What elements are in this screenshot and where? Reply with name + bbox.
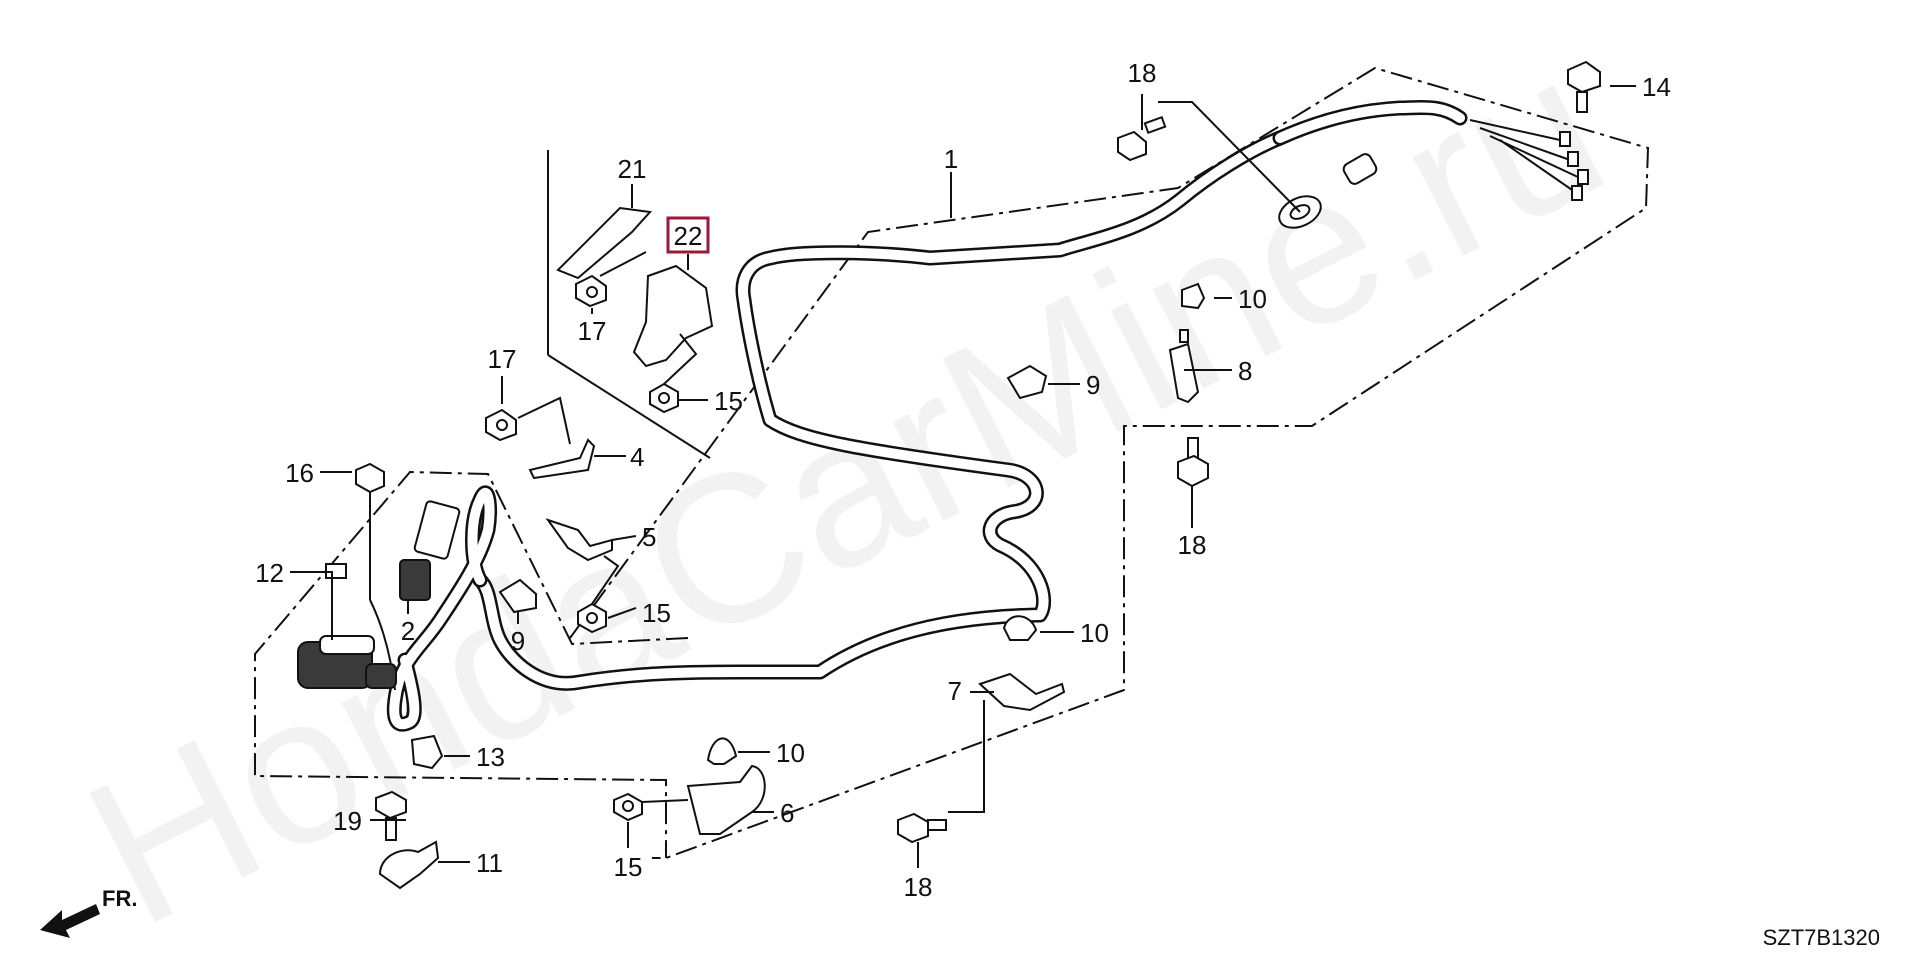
part-bracket-6 xyxy=(686,764,766,835)
callout-1[interactable]: 1 xyxy=(944,144,958,174)
part-nut-15-top xyxy=(649,382,679,414)
callout-17-top[interactable]: 17 xyxy=(578,316,607,346)
part-clip-9-left xyxy=(498,578,537,614)
part-connector-2 xyxy=(399,500,461,601)
part-bolt-18-bottom xyxy=(897,812,947,844)
callout-11[interactable]: 11 xyxy=(476,848,503,878)
callout-2[interactable]: 2 xyxy=(401,616,415,646)
part-bolt-19 xyxy=(375,790,407,841)
callout-10-mid[interactable]: 10 xyxy=(1080,618,1109,648)
part-bracket-5 xyxy=(545,518,613,562)
part-clip-10-top xyxy=(1181,282,1206,310)
part-canister xyxy=(297,563,397,689)
part-bolt-18-top xyxy=(1117,115,1167,162)
callout-22[interactable]: 22 xyxy=(674,221,703,251)
part-nut-17-top xyxy=(575,274,607,308)
part-nut-16 xyxy=(355,462,385,600)
callout-10-bottom[interactable]: 10 xyxy=(776,738,805,768)
callout-7[interactable]: 7 xyxy=(948,676,962,706)
front-arrow-icon xyxy=(40,904,100,938)
callout-10-top[interactable]: 10 xyxy=(1238,284,1267,314)
leader-lines xyxy=(290,85,1636,868)
diagram-code: SZT7B1320 xyxy=(1763,925,1880,950)
callout-22-highlight xyxy=(666,216,710,254)
inset-divider-diagonal xyxy=(547,354,711,459)
front-direction-indicator: FR. xyxy=(40,886,137,938)
callout-4[interactable]: 4 xyxy=(630,442,644,472)
callout-16[interactable]: 16 xyxy=(285,458,314,488)
callout-19[interactable]: 19 xyxy=(333,806,362,836)
part-bracket-4 xyxy=(528,438,596,480)
callout-15-bottom[interactable]: 15 xyxy=(614,852,643,882)
callout-labels: 1 18 14 10 8 18 9 10 7 18 10 6 15 13 19 … xyxy=(255,58,1671,902)
part-clip-9-right xyxy=(1006,364,1048,400)
callout-9-left[interactable]: 9 xyxy=(511,626,525,656)
part-bracket-7 xyxy=(978,672,1066,712)
callout-9-right[interactable]: 9 xyxy=(1086,370,1100,400)
part-clip-10-mid xyxy=(1002,615,1038,641)
part-nut-15-bottom xyxy=(613,792,643,822)
callout-14[interactable]: 14 xyxy=(1642,72,1671,102)
part-bracket-22 xyxy=(632,264,714,368)
callout-8[interactable]: 8 xyxy=(1238,356,1252,386)
part-bolt-18-right xyxy=(1177,437,1209,488)
callout-12[interactable]: 12 xyxy=(255,558,284,588)
callout-15-mid[interactable]: 15 xyxy=(642,598,671,628)
main-pipe xyxy=(472,130,1288,691)
part-bolt-14 xyxy=(1567,60,1601,113)
callout-5[interactable]: 5 xyxy=(642,522,656,552)
part-bracket-8 xyxy=(1168,329,1200,404)
callout-6[interactable]: 6 xyxy=(780,798,794,828)
part-clip-10-bottom xyxy=(706,737,738,765)
assembly-outline-main xyxy=(569,66,1650,859)
callout-18-right[interactable]: 18 xyxy=(1178,530,1207,560)
part-clip-13 xyxy=(410,734,444,770)
callout-13[interactable]: 13 xyxy=(476,742,505,772)
callout-17-mid[interactable]: 17 xyxy=(488,344,517,374)
part-bracket-11 xyxy=(378,840,440,890)
callout-18-bottom[interactable]: 18 xyxy=(904,872,933,902)
part-nut-17-mid xyxy=(485,408,517,442)
callout-18-top[interactable]: 18 xyxy=(1128,58,1157,88)
part-bracket-21 xyxy=(556,206,653,280)
callout-15-top[interactable]: 15 xyxy=(714,386,743,416)
front-label: FR. xyxy=(102,886,137,911)
callout-21[interactable]: 21 xyxy=(618,154,647,184)
